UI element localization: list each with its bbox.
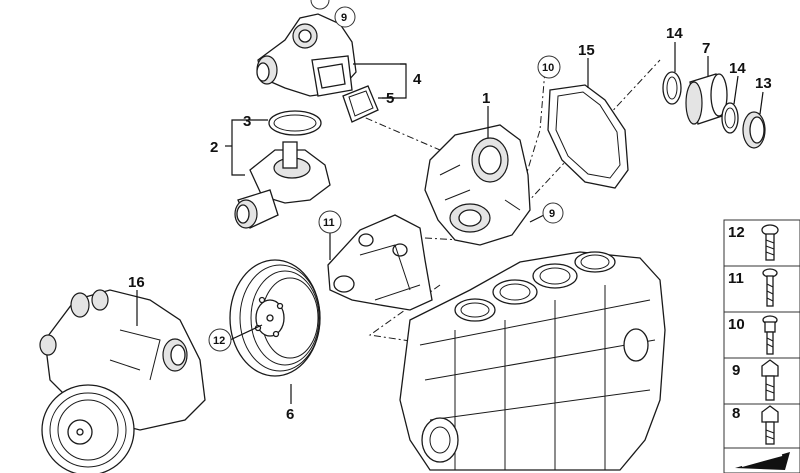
callout-10: 10 — [542, 62, 554, 74]
fastener-label-12: 12 — [728, 224, 745, 241]
callout-labels: 1 2 3 4 5 6 7 13 14 14 15 16 9 10 9 11 1… — [128, 0, 772, 423]
housing-gasket — [342, 85, 379, 123]
fastener-panel: 12 11 10 9 8 — [723, 219, 800, 473]
pump-assembly — [39, 289, 206, 473]
mounting-bracket — [327, 214, 433, 311]
fastener-row-1 — [723, 219, 800, 267]
callout-14a: 14 — [666, 25, 683, 42]
fastener-label-9: 9 — [732, 362, 740, 379]
leader-lines — [136, 42, 764, 404]
screw-icon — [762, 315, 778, 355]
seal-ring-left — [662, 71, 682, 105]
o-ring-seal — [268, 110, 322, 136]
thermostat-housing-top — [256, 13, 357, 97]
callout-7: 7 — [702, 40, 710, 57]
fastener-row-2 — [723, 265, 800, 313]
pipe-fitting — [685, 73, 728, 125]
seal-ring-right — [721, 102, 739, 134]
bolt-icon — [761, 405, 779, 445]
callout-4: 4 — [413, 71, 422, 88]
callout-11: 11 — [323, 217, 335, 229]
engine-block — [399, 251, 666, 471]
callout-12: 12 — [213, 335, 225, 347]
callout-13: 13 — [755, 75, 772, 92]
callout-5: 5 — [386, 90, 394, 107]
callout-3: 3 — [243, 113, 251, 130]
fastener-label-8: 8 — [732, 405, 740, 422]
callout-14b: 14 — [729, 60, 746, 77]
screw-icon — [762, 268, 778, 307]
fastener-label-10: 10 — [728, 316, 745, 333]
belt-pulley — [229, 259, 321, 377]
callout-16: 16 — [128, 274, 145, 291]
pump-gasket — [547, 84, 629, 189]
callout-9-top: 9 — [341, 12, 347, 24]
callout-6: 6 — [286, 406, 294, 423]
callout-2: 2 — [210, 139, 218, 156]
fastener-label-11: 11 — [728, 270, 744, 287]
water-pump — [424, 124, 531, 246]
arrow-icon — [735, 452, 790, 470]
screw-icon — [761, 224, 779, 261]
callout-15: 15 — [578, 42, 595, 59]
thermostat — [234, 141, 331, 229]
callout-9-right: 9 — [549, 208, 555, 220]
sealing-cap — [742, 111, 766, 149]
callout-1: 1 — [482, 90, 490, 107]
bolt-icon — [761, 359, 779, 401]
